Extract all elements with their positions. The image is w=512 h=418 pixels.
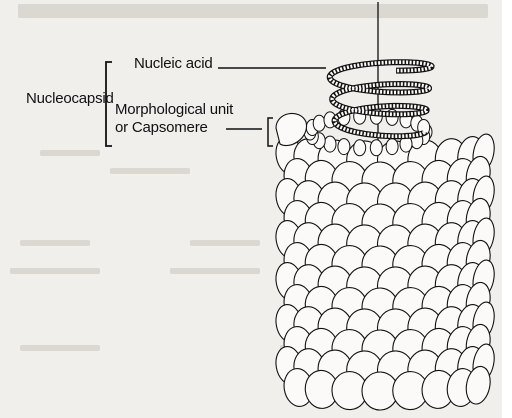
rim-capsomere — [386, 139, 398, 155]
capsomere-label: or Capsomere — [115, 119, 208, 136]
morphological-unit-label: Morphological unit — [115, 101, 233, 118]
rim-capsomere — [354, 140, 366, 156]
capsid-cylinder — [273, 108, 497, 410]
rim-capsomere — [370, 140, 382, 156]
capsomere-bracket — [268, 118, 273, 146]
rim-capsomere — [313, 115, 325, 131]
rim-capsomere — [324, 136, 336, 152]
rim-capsomere — [338, 139, 350, 155]
nucleocapsid-label: Nucleocapsid — [26, 90, 114, 107]
nucleic-acid-label: Nucleic acid — [134, 55, 212, 72]
